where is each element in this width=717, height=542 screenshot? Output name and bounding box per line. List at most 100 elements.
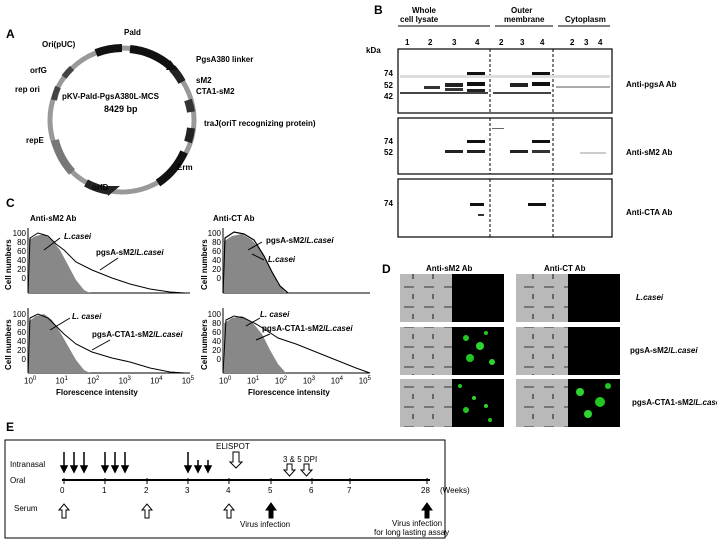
ytick: 80 <box>212 238 221 247</box>
lane-om-3: 3 <box>520 38 525 47</box>
c-label-lcasei-br: L. casei <box>260 310 290 319</box>
ytick: 40 <box>212 337 221 346</box>
ytick: 80 <box>212 319 221 328</box>
ytick: 40 <box>212 256 221 265</box>
d-row-label-2: pgsA-sM2/L.casei <box>630 346 698 355</box>
lane-2: 2 <box>428 38 433 47</box>
lane-om-2: 2 <box>499 38 504 47</box>
xtick: 102 <box>274 376 288 386</box>
e-week-1: 1 <box>102 486 107 495</box>
group-cytoplasm: Cytoplasm <box>565 15 606 24</box>
feature-pgsa380-linker: PgsA380 linker <box>196 55 254 64</box>
lane-1: 1 <box>405 38 410 47</box>
c-title-sm2: Anti-sM2 Ab <box>30 214 77 223</box>
c-label-sm2-tr: pgsA-sM2/L.casei <box>266 236 334 245</box>
e-route-oral: Oral <box>10 476 26 485</box>
lane-3: 3 <box>452 38 457 47</box>
group-cell-lysate: cell lysate <box>400 15 439 24</box>
ytick: 40 <box>17 256 26 265</box>
ytick: 0 <box>21 274 26 283</box>
d-row-label-1: L.casei <box>636 293 664 302</box>
ytick: 60 <box>17 328 26 337</box>
c-label-cta-bl: pgsA-CTA1-sM2/L.casei <box>92 330 183 339</box>
ytick: 20 <box>17 265 26 274</box>
panel-label-e: E <box>6 420 15 434</box>
lane-cy-2: 2 <box>570 38 575 47</box>
ytick: 80 <box>17 319 26 328</box>
xtick: 105 <box>181 376 194 386</box>
lane-om-4: 4 <box>540 38 545 47</box>
xtick: 105 <box>358 376 371 386</box>
marker-42: 42 <box>384 92 393 101</box>
group-whole: Whole <box>412 6 436 15</box>
d-row-label-3: pgsA-CTA1-sM2/L.casei <box>632 398 717 407</box>
ytick: 0 <box>21 355 26 364</box>
d-title-sm2: Anti-sM2 Ab <box>426 264 473 273</box>
feature-erm: Erm <box>177 163 193 172</box>
c-label-lcasei-tr: L.casei <box>268 255 296 264</box>
ytick: 60 <box>212 328 221 337</box>
feature-sm2: sM2 <box>196 76 212 85</box>
lane-cy-4: 4 <box>598 38 603 47</box>
marker-74-b3: 74 <box>384 199 393 208</box>
feature-cta1-sm2: CTA1-sM2 <box>196 87 235 96</box>
xtick: 100 <box>24 376 37 386</box>
panel-label-c: C <box>6 196 15 210</box>
e-week-7: 7 <box>347 486 352 495</box>
marker-74-b2: 74 <box>384 137 393 146</box>
e-week-0: 0 <box>60 486 65 495</box>
feature-orfg: orfG <box>30 66 47 75</box>
feature-orfd: orfD <box>92 183 109 192</box>
e-virus-infection: Virus infection <box>240 520 291 529</box>
c-label-cta-br: pgsA-CTA1-sM2/L.casei <box>262 324 353 333</box>
lane-cy-3: 3 <box>584 38 589 47</box>
e-weeks-unit: (Weeks) <box>440 486 470 495</box>
panel-label-d: D <box>382 262 391 276</box>
c-xticks-right: 100 101 102 103 104 105 <box>219 376 371 386</box>
c-xlabel-left: Florescence intensity <box>56 388 138 397</box>
group-outer: Outer <box>511 6 533 15</box>
feature-rep-ori: rep ori <box>15 85 40 94</box>
ytick: 20 <box>212 265 221 274</box>
feature-pald: Pald <box>124 28 141 37</box>
ytick: 20 <box>212 346 221 355</box>
d-title-ct: Anti-CT Ab <box>544 264 586 273</box>
marker-52-b2: 52 <box>384 148 393 157</box>
e-serum: Serum <box>14 504 38 513</box>
xtick: 103 <box>118 376 131 386</box>
ytick: 100 <box>207 229 221 238</box>
e-virus-long-2: for long lasting assay <box>374 528 450 537</box>
blot-label-sm2: Anti-sM2 Ab <box>626 148 673 157</box>
e-week-2: 2 <box>144 486 149 495</box>
marker-74: 74 <box>384 69 393 78</box>
e-elispot: ELISPOT <box>216 442 250 451</box>
ytick: 80 <box>17 238 26 247</box>
xtick: 102 <box>87 376 100 386</box>
e-route-intranasal: Intranasal <box>10 460 46 469</box>
ytick: 40 <box>17 337 26 346</box>
xtick: 100 <box>219 376 232 386</box>
ytick: 0 <box>216 274 221 283</box>
marker-52: 52 <box>384 81 393 90</box>
blot-label-cta: Anti-CTA Ab <box>626 208 673 217</box>
xtick: 101 <box>55 376 68 386</box>
blot-label-pgsa: Anti-pgsA Ab <box>626 80 677 89</box>
c-xlabel-right: Florescence intensity <box>248 388 330 397</box>
ytick: 20 <box>17 346 26 355</box>
feature-repe: repE <box>26 136 44 145</box>
e-week-28: 28 <box>421 486 430 495</box>
c-label-sm2-tl: pgsA-sM2/L.casei <box>96 248 164 257</box>
feature-traj: traJ(oriT recognizing protein) <box>204 119 316 128</box>
feature-ori-puc: Ori(pUC) <box>42 40 76 49</box>
e-week-4: 4 <box>226 486 231 495</box>
c-label-lcasei-bl: L. casei <box>72 312 102 321</box>
ytick: 60 <box>212 247 221 256</box>
